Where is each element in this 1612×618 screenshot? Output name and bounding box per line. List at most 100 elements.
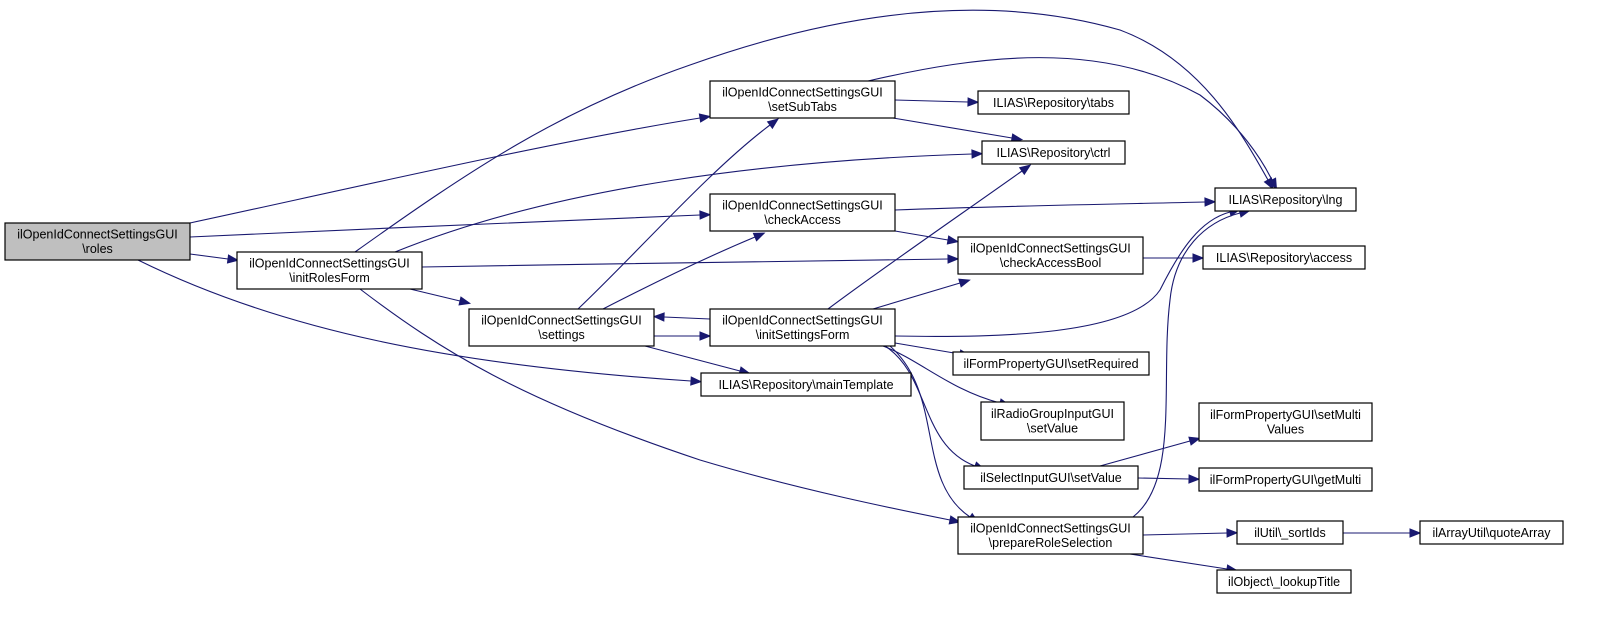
edge-line [894, 342, 961, 355]
edge-line [1132, 212, 1241, 518]
edge-line [889, 345, 971, 518]
node-box[interactable] [957, 516, 1144, 555]
node-label-line: ilOpenIdConnectSettingsGUI [722, 314, 883, 328]
node-label-line: ilObject\_lookupTitle [1228, 575, 1340, 589]
edge-line [1142, 532, 1228, 536]
arrowhead-icon [699, 210, 712, 220]
node-settings[interactable]: ilOpenIdConnectSettingsGUI\settings [468, 308, 655, 347]
node-checkAccessBool[interactable]: ilOpenIdConnectSettingsGUI\checkAccessBo… [957, 236, 1144, 275]
node-tabs[interactable]: ILIAS\Repository\tabs [977, 90, 1130, 115]
arrowhead-icon [1267, 177, 1278, 191]
node-label-line: ILIAS\Repository\tabs [993, 96, 1114, 110]
arrowhead-icon [967, 97, 980, 107]
node-label-line: ilOpenIdConnectSettingsGUI [722, 199, 883, 213]
edge-initRolesForm-to-ctrl [394, 149, 984, 253]
edge-line [892, 117, 1013, 139]
node-box[interactable] [709, 308, 896, 347]
edge-initSettingsForm-to-ctrl [827, 164, 1032, 310]
node-label-line: \setSubTabs [768, 100, 837, 114]
edge-line [884, 345, 976, 467]
node-label-line: \checkAccess [764, 213, 840, 227]
node-box[interactable] [977, 90, 1130, 115]
edge-line [663, 316, 711, 320]
node-roles[interactable]: ilOpenIdConnectSettingsGUI\roles [4, 222, 191, 261]
node-box[interactable] [1198, 402, 1373, 442]
edge-line [1129, 553, 1228, 570]
edge-line [1137, 477, 1190, 480]
node-box[interactable] [1236, 520, 1344, 545]
node-label-line: ilArrayUtil\quoteArray [1432, 526, 1551, 540]
node-setRequired[interactable]: ilFormPropertyGUI\setRequired [952, 351, 1150, 376]
node-getMulti[interactable]: ilFormPropertyGUI\getMulti [1198, 467, 1373, 492]
node-quoteArray[interactable]: ilArrayUtil\quoteArray [1419, 520, 1564, 545]
edge-checkAccessBool-to-access [1143, 253, 1205, 263]
node-lookupTitle[interactable]: ilObject\_lookupTitle [1216, 569, 1352, 594]
edge-initRolesForm-to-prepareRoleSelection [359, 288, 962, 525]
node-sortIds[interactable]: ilUtil\_sortIds [1236, 520, 1344, 545]
node-box[interactable] [236, 251, 423, 290]
node-setSubTabs[interactable]: ilOpenIdConnectSettingsGUI\setSubTabs [709, 80, 896, 119]
edge-line [421, 258, 949, 268]
node-box[interactable] [1198, 467, 1373, 492]
arrowhead-icon [1018, 164, 1032, 176]
edge-roles-to-initRolesForm [189, 253, 240, 264]
node-label-line: \roles [82, 242, 113, 256]
node-box[interactable] [1216, 569, 1352, 594]
node-lng[interactable]: ILIAS\Repository\lng [1214, 187, 1357, 212]
edge-settings-to-checkAccess [602, 232, 766, 310]
arrowhead-icon [766, 118, 780, 130]
node-box[interactable] [957, 236, 1144, 275]
node-prepareRoleSelection[interactable]: ilOpenIdConnectSettingsGUI\prepareRoleSe… [957, 516, 1144, 555]
node-box[interactable] [709, 80, 896, 119]
arrowhead-icon [698, 113, 712, 123]
node-box[interactable] [981, 140, 1126, 165]
node-access[interactable]: ILIAS\Repository\access [1202, 245, 1366, 270]
node-box[interactable] [1202, 245, 1366, 270]
edge-line [872, 282, 961, 310]
node-checkAccess[interactable]: ilOpenIdConnectSettingsGUI\checkAccess [709, 193, 896, 232]
node-box[interactable] [700, 372, 912, 397]
arrowhead-icon [1409, 528, 1422, 538]
node-box[interactable] [1419, 520, 1564, 545]
node-label-line: \initSettingsForm [756, 328, 850, 342]
edge-line [1099, 440, 1191, 467]
node-label-line: ilRadioGroupInputGUI [991, 407, 1114, 421]
edge-line [894, 230, 949, 241]
node-initRolesForm[interactable]: ilOpenIdConnectSettingsGUI\initRolesForm [236, 251, 423, 290]
node-box[interactable] [468, 308, 655, 347]
edge-line [894, 211, 1231, 337]
edge-line [867, 57, 1273, 181]
arrowhead-icon [1226, 528, 1239, 538]
node-box[interactable] [980, 401, 1125, 441]
node-box[interactable] [963, 465, 1139, 490]
edge-line [894, 201, 1206, 211]
arrowhead-icon [1192, 253, 1205, 263]
edge-line [354, 9, 1269, 253]
node-selectSetValue[interactable]: ilSelectInputGUI\setValue [963, 465, 1139, 490]
node-ctrl[interactable]: ILIAS\Repository\ctrl [981, 140, 1126, 165]
edge-sortIds-to-quoteArray [1343, 528, 1422, 538]
edge-line [409, 288, 461, 302]
node-label-line: ilOpenIdConnectSettingsGUI [722, 86, 883, 100]
edge-initSettingsForm-to-settings [652, 312, 711, 322]
arrowhead-icon [652, 312, 665, 322]
edge-initSettingsForm-to-checkAccessBool [872, 278, 971, 310]
edge-line [359, 288, 951, 521]
node-box[interactable] [1214, 187, 1357, 212]
edge-line [894, 99, 969, 103]
node-mainTemplate[interactable]: ILIAS\Repository\mainTemplate [700, 372, 912, 397]
node-box[interactable] [4, 222, 191, 261]
nodes-layer: ilOpenIdConnectSettingsGUI\rolesilOpenId… [4, 80, 1564, 594]
node-label-line: \initRolesForm [289, 271, 370, 285]
edge-roles-to-checkAccess [189, 210, 712, 238]
node-radioSetValue[interactable]: ilRadioGroupInputGUI\setValue [980, 401, 1125, 441]
edge-line [189, 117, 701, 224]
arrowhead-icon [699, 331, 712, 341]
edge-setSubTabs-to-ctrl [892, 117, 1024, 143]
node-box[interactable] [952, 351, 1150, 376]
node-box[interactable] [709, 193, 896, 232]
node-label-line: ILIAS\Repository\lng [1229, 193, 1343, 207]
node-initSettingsForm[interactable]: ilOpenIdConnectSettingsGUI\initSettingsF… [709, 308, 896, 347]
